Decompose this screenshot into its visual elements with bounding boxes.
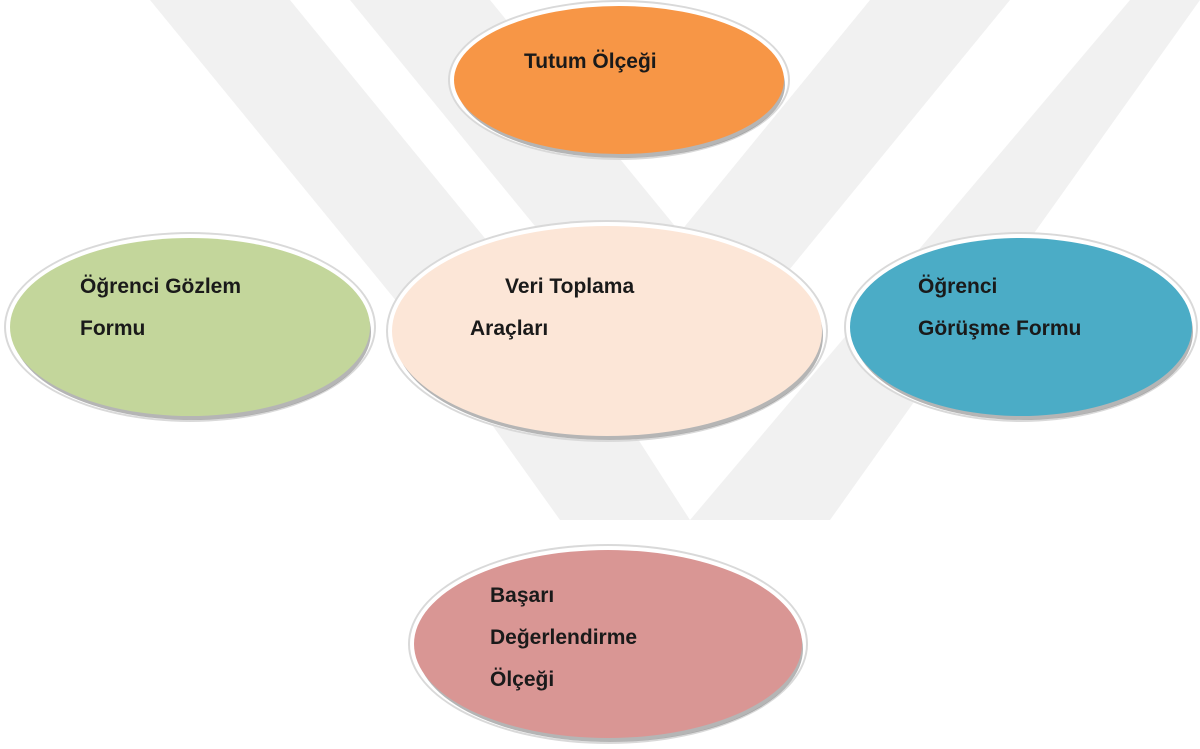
center-label-line-1: Veri Toplama: [505, 275, 635, 298]
right-node-label: Öğrenci Görüşme Formu: [918, 266, 1081, 350]
right-label-line-1: Öğrenci: [918, 275, 998, 298]
bottom-label-line-1: Başarı: [490, 584, 555, 607]
bottom-node-ellipse: Başarı Değerlendirme Ölçeği: [414, 550, 802, 738]
center-node-label: Veri Toplama Araçları: [470, 266, 634, 350]
top-node-ellipse: Tutum Ölçeği: [454, 6, 784, 154]
left-label-line-2: Formu: [80, 317, 146, 340]
top-label-line-1: Tutum Ölçeği: [524, 50, 657, 73]
top-node-label: Tutum Ölçeği: [524, 41, 657, 83]
right-label-line-2: Görüşme Formu: [918, 317, 1082, 340]
bottom-label-line-3: Ölçeği: [490, 668, 555, 691]
left-node-label: Öğrenci Gözlem Formu: [80, 266, 241, 350]
left-node-ellipse: Öğrenci Gözlem Formu: [10, 238, 370, 416]
center-label-line-2: Araçları: [470, 317, 549, 340]
bottom-node-label: Başarı Değerlendirme Ölçeği: [490, 575, 637, 701]
bottom-label-line-2: Değerlendirme: [490, 626, 638, 649]
left-label-line-1: Öğrenci Gözlem: [80, 275, 242, 298]
center-node-ellipse: Veri Toplama Araçları: [392, 226, 822, 436]
right-node-ellipse: Öğrenci Görüşme Formu: [850, 238, 1192, 416]
